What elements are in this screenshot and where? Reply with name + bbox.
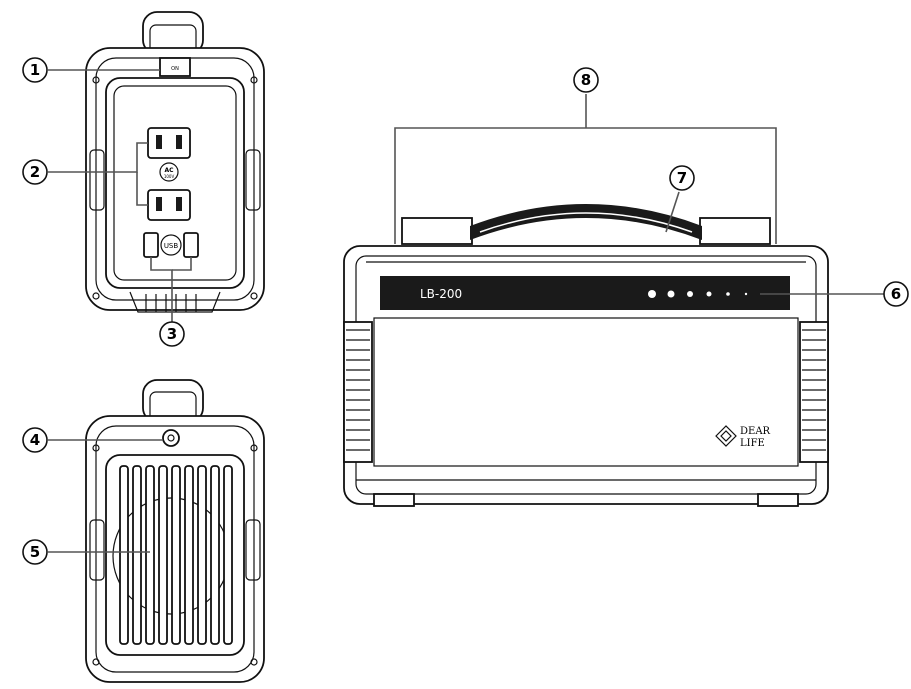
dc-port bbox=[162, 429, 180, 447]
svg-text:6: 6 bbox=[891, 285, 901, 303]
callout-7: 7 bbox=[669, 165, 695, 191]
callout-4: 4 bbox=[22, 427, 48, 453]
right-grip bbox=[799, 321, 829, 463]
callout-8: 8 bbox=[573, 67, 599, 93]
indicator-led-6 bbox=[744, 292, 748, 296]
indicator-led-5 bbox=[726, 292, 730, 296]
svg-text:5: 5 bbox=[30, 543, 40, 561]
left-grip bbox=[343, 321, 373, 463]
callout-5: 5 bbox=[22, 539, 48, 565]
brand-line2: LIFE bbox=[740, 438, 765, 449]
switch-label: ON bbox=[171, 66, 179, 72]
callout-1: 1 bbox=[22, 57, 48, 83]
ac-label: AC bbox=[164, 167, 174, 174]
callout-6: 6 bbox=[883, 281, 909, 307]
callout-3: 3 bbox=[159, 321, 185, 347]
vent-grille bbox=[119, 465, 233, 645]
front-view: LB-200 bbox=[343, 204, 829, 507]
side-view-outlets: ON AC 100V USB bbox=[85, 11, 265, 313]
usb-label: USB bbox=[164, 242, 179, 250]
callout-2: 2 bbox=[22, 159, 48, 185]
ac-outlet-bottom bbox=[147, 189, 191, 221]
usb-badge bbox=[160, 234, 182, 256]
ac-badge bbox=[159, 162, 179, 182]
svg-text:3: 3 bbox=[167, 325, 177, 343]
indicator-led-1 bbox=[648, 290, 656, 298]
svg-text:2: 2 bbox=[30, 163, 40, 181]
usb-port-right bbox=[183, 232, 199, 258]
side-view-fan bbox=[85, 379, 265, 683]
model-label: LB-200 bbox=[420, 287, 462, 301]
front-panel bbox=[373, 317, 799, 467]
indicator-led-2 bbox=[667, 290, 675, 298]
ac-voltage-label: 100V bbox=[164, 174, 175, 179]
leader-lines bbox=[48, 69, 884, 553]
indicator-led-4 bbox=[706, 291, 712, 297]
svg-text:7: 7 bbox=[677, 169, 687, 187]
usb-port-left bbox=[143, 232, 159, 258]
ac-outlet-top bbox=[147, 127, 191, 159]
indicator-led-3 bbox=[687, 291, 693, 297]
display-band bbox=[380, 276, 790, 310]
svg-text:1: 1 bbox=[30, 61, 40, 79]
svg-text:8: 8 bbox=[581, 71, 591, 89]
brand-line1: DEAR bbox=[740, 426, 771, 437]
svg-text:4: 4 bbox=[30, 431, 40, 449]
power-switch bbox=[159, 57, 191, 77]
brand-logo: DEAR LIFE bbox=[715, 425, 771, 449]
carry-handle bbox=[470, 204, 702, 240]
